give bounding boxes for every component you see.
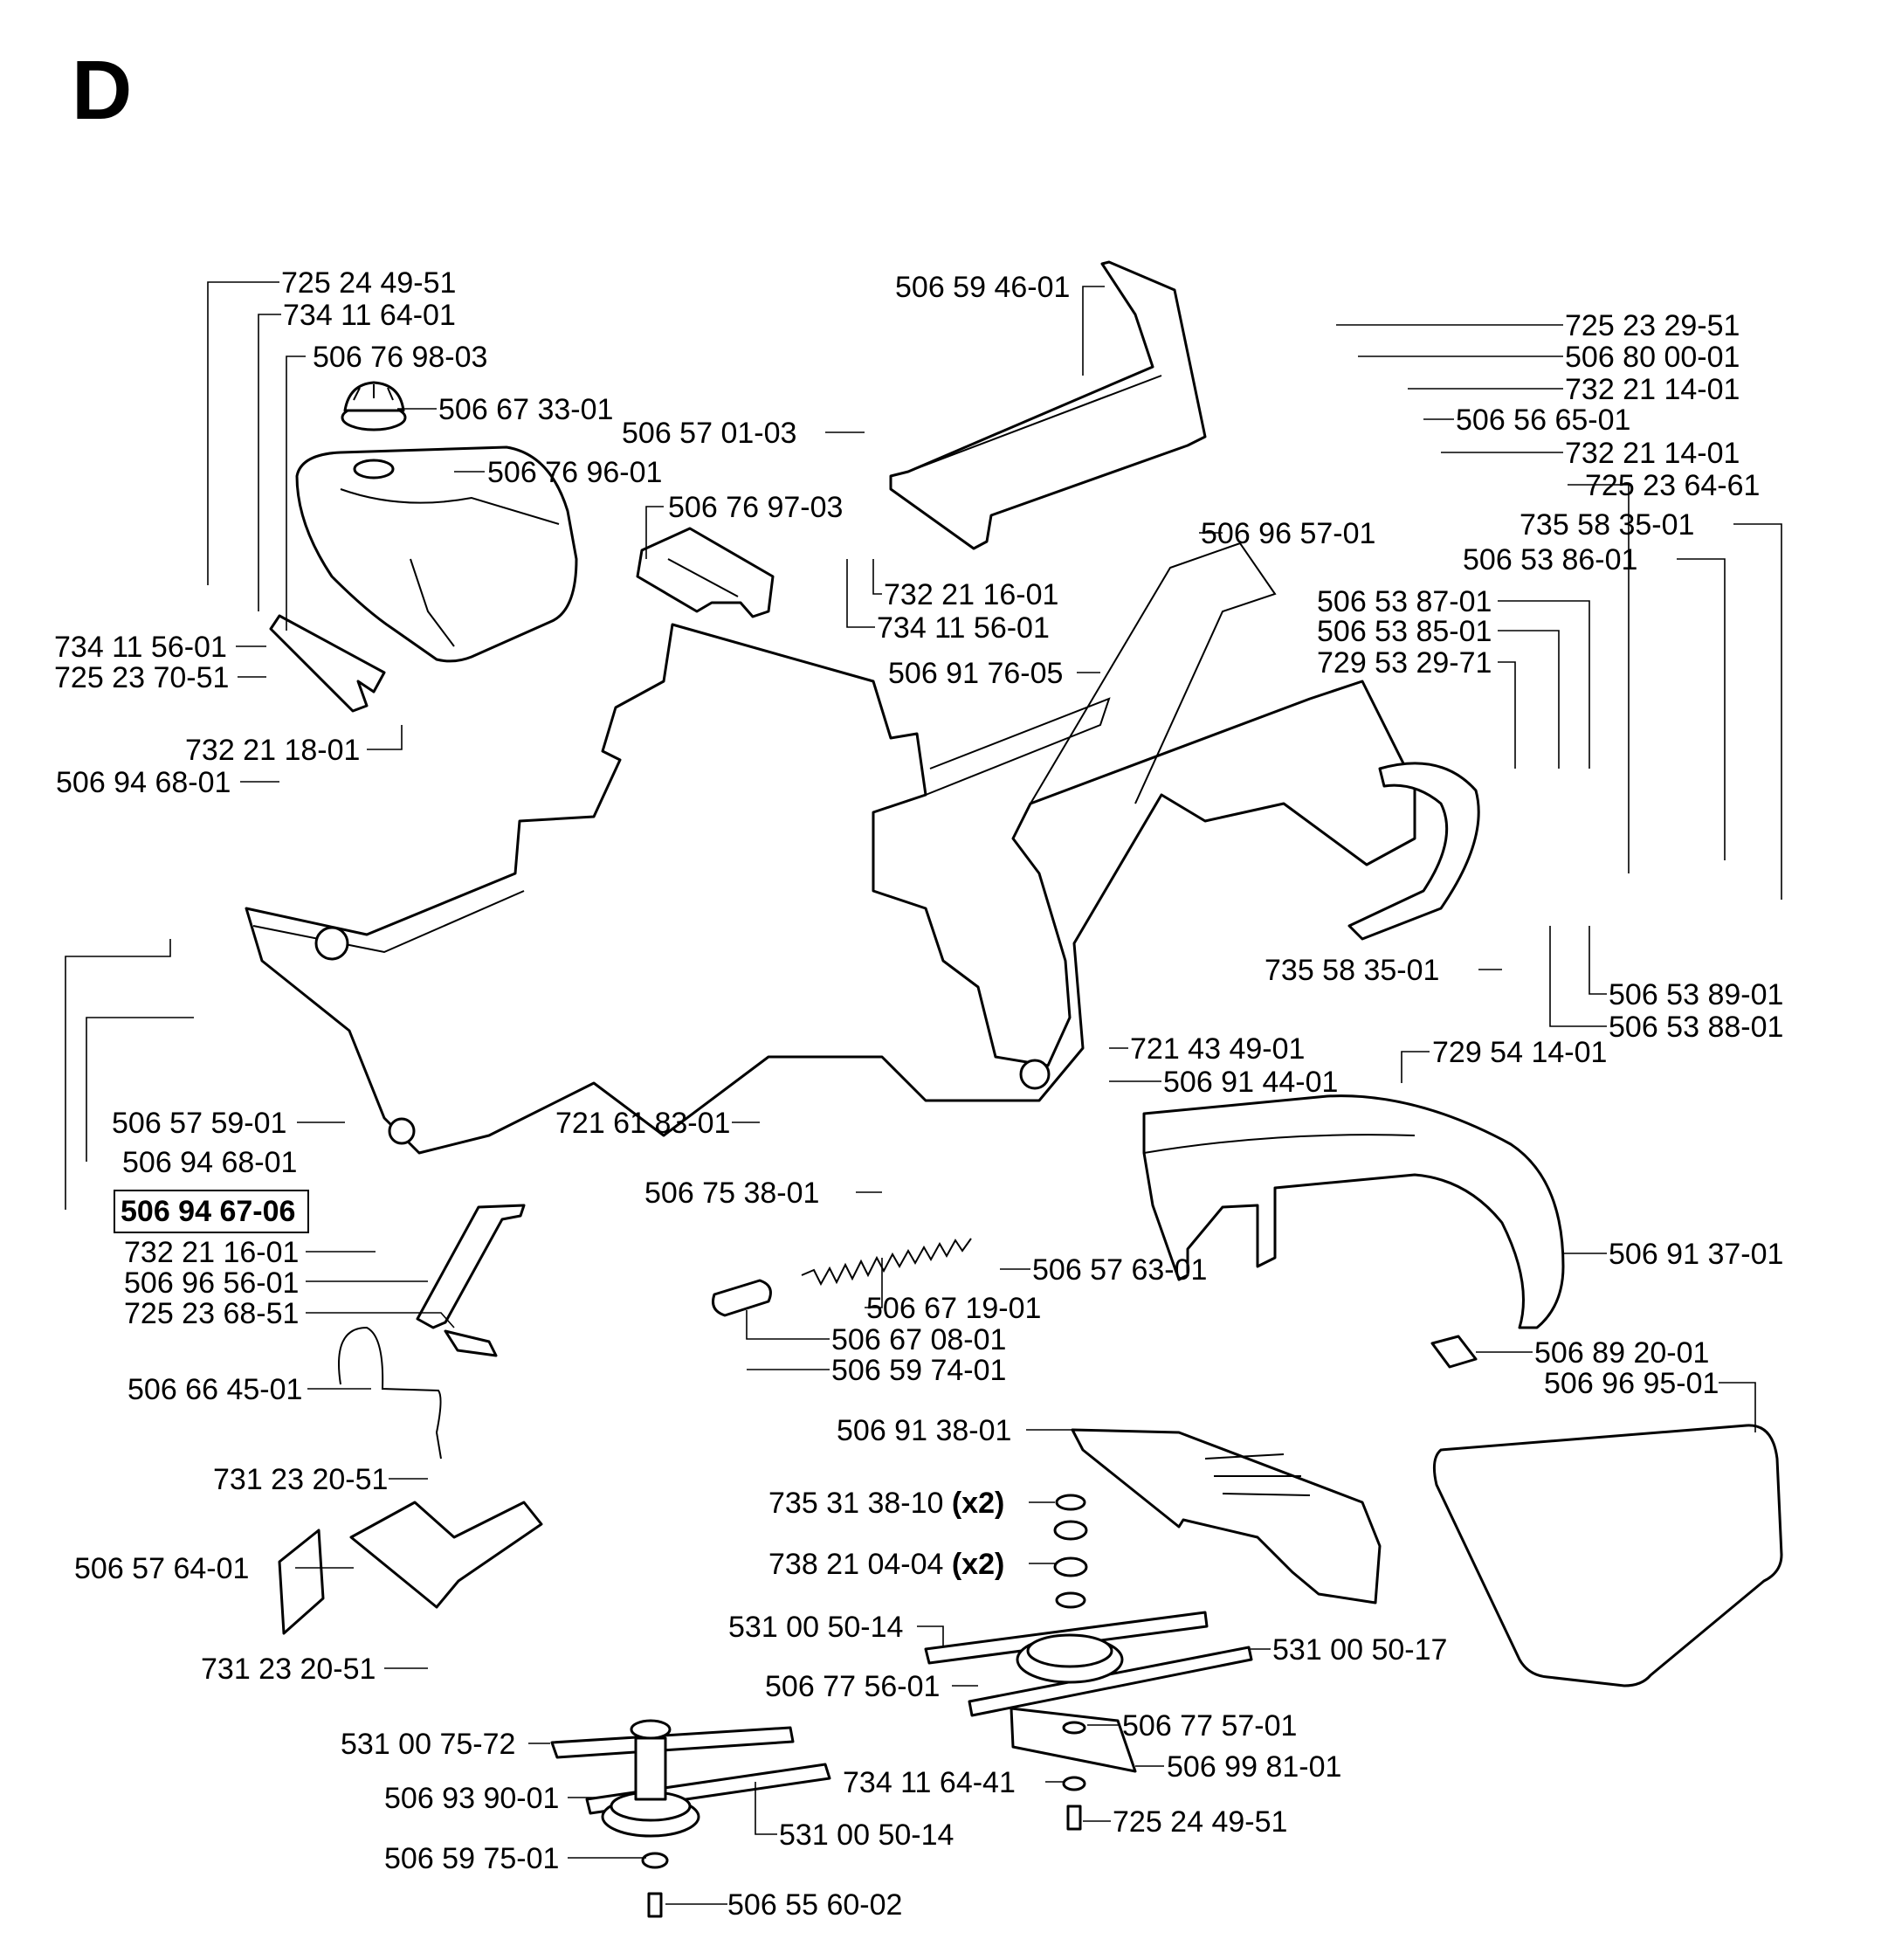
tank-bracket-right [636,527,775,618]
blade-guard [1071,1428,1382,1605]
callout-725-23-70-51: 725 23 70-51 [54,661,229,694]
callout-734-11-64-01: 734 11 64-01 [283,299,456,332]
callout-506-96-95-01: 506 96 95-01 [1544,1367,1719,1400]
callout-506-57-63-01: 506 57 63-01 [1032,1253,1207,1287]
callout-729-54-14-01: 729 54 14-01 [1432,1036,1607,1069]
callout-738-21-04-04: 738 21 04-04 (x2) [768,1548,1004,1581]
callout-506-55-60-02: 506 55 60-02 [727,1888,902,1922]
callout-721-43-49-01: 721 43 49-01 [1130,1032,1305,1066]
callout-506-96-57-01: 506 96 57-01 [1201,517,1375,550]
callout-506-94-68-01-bottom: 506 94 68-01 [122,1146,297,1179]
callout-731-23-20-51-bottom: 731 23 20-51 [201,1653,376,1686]
callout-506-91-37-01: 506 91 37-01 [1609,1238,1783,1271]
callout-506-76-98-03: 506 76 98-03 [313,341,487,374]
callout-725-23-68-51: 725 23 68-51 [124,1297,299,1330]
callout-506-77-56-01: 506 77 56-01 [765,1670,940,1703]
steering-tube [1347,762,1480,941]
callout-732-21-14-01-top: 732 21 14-01 [1565,373,1740,406]
callout-506-67-08-01: 506 67 08-01 [831,1323,1006,1356]
callout-734-11-56-01-mid: 734 11 56-01 [877,611,1050,645]
callout-732-21-16-01-mid: 732 21 16-01 [884,578,1058,611]
callout-506-94-67-06: 506 94 67-06 [121,1195,295,1228]
side-panel [1432,1424,1783,1687]
lower-bracket [278,1501,543,1635]
callout-531-00-50-14-bottom-left: 531 00 50-14 [779,1819,954,1852]
callout-506-77-57-01: 506 77 57-01 [1122,1709,1297,1743]
callout-531-00-75-72: 531 00 75-72 [341,1728,515,1761]
callout-506-59-46-01: 506 59 46-01 [895,271,1070,304]
callout-506-91-44-01: 506 91 44-01 [1163,1066,1338,1099]
leader-lines [65,281,1782,1905]
callout-506-93-90-01: 506 93 90-01 [384,1782,559,1815]
callout-506-59-75-01: 506 59 75-01 [384,1842,559,1875]
lift-rod [338,1326,442,1460]
callout-735-58-35-01-bottom: 735 58 35-01 [1265,954,1439,987]
lift-bracket [416,1204,526,1357]
callout-506-57-59-01: 506 57 59-01 [112,1107,286,1140]
front-cover [1430,1335,1478,1369]
fuel-cap [341,381,407,431]
callout-506-80-00-01: 506 80 00-01 [1565,341,1740,374]
section-letter: D [72,44,132,137]
main-frame [245,542,1416,1155]
callout-506-56-65-01: 506 56 65-01 [1456,404,1630,437]
callout-506-67-19-01: 506 67 19-01 [866,1292,1041,1325]
left-pulley-assembly [550,1719,831,1918]
callout-506-57-01-03: 506 57 01-03 [622,417,796,450]
assembly-box [114,1190,309,1233]
tension-spring [712,1238,972,1317]
callout-732-21-16-01-left: 732 21 16-01 [124,1236,299,1269]
right-pulley-assembly [924,1494,1253,1831]
callout-725-24-49-51-top: 725 24 49-51 [281,266,456,300]
parts-artwork [245,260,1783,1918]
callout-506-91-38-01: 506 91 38-01 [837,1414,1011,1447]
callout-506-53-85-01: 506 53 85-01 [1317,615,1492,648]
callout-506-57-64-01: 506 57 64-01 [74,1552,249,1585]
callout-labels: 725 24 49-51 734 11 64-01 506 76 98-03 5… [54,266,1783,1922]
callout-721-61-83-01: 721 61 83-01 [555,1107,730,1140]
callout-732-21-18-01: 732 21 18-01 [185,734,360,767]
fuel-tank [295,445,578,663]
callout-729-53-29-71: 729 53 29-71 [1317,646,1492,680]
callout-732-21-14-01-bottom: 732 21 14-01 [1565,437,1740,470]
callout-506-53-89-01: 506 53 89-01 [1609,978,1783,1011]
callout-506-89-20-01: 506 89 20-01 [1534,1336,1709,1370]
callout-506-53-87-01: 506 53 87-01 [1317,585,1492,618]
callout-725-24-49-51-bottom: 725 24 49-51 [1113,1805,1287,1839]
callout-506-76-96-01: 506 76 96-01 [487,456,662,489]
callout-506-67-33-01: 506 67 33-01 [438,393,613,426]
callout-506-76-97-03: 506 76 97-03 [668,491,843,524]
callout-506-94-68-01-top: 506 94 68-01 [56,766,231,799]
callout-531-00-50-14-mid: 531 00 50-14 [728,1611,903,1644]
callout-531-00-50-17: 531 00 50-17 [1272,1633,1447,1667]
callout-725-23-29-51: 725 23 29-51 [1565,309,1740,342]
belt-cover [1142,1094,1565,1329]
callout-735-31-38-10: 735 31 38-10 (x2) [768,1487,1004,1520]
callout-506-59-74-01: 506 59 74-01 [831,1354,1006,1387]
callout-731-23-20-51-top: 731 23 20-51 [213,1463,388,1496]
seat-pan [889,260,1207,550]
callout-735-58-35-01-top: 735 58 35-01 [1520,508,1694,542]
callout-506-99-81-01: 506 99 81-01 [1167,1750,1341,1784]
callout-506-66-45-01: 506 66 45-01 [127,1373,302,1406]
callout-506-75-38-01: 506 75 38-01 [644,1177,819,1210]
callout-506-96-56-01: 506 96 56-01 [124,1266,299,1300]
callout-506-53-88-01: 506 53 88-01 [1609,1011,1783,1044]
callout-725-23-64-61: 725 23 64-61 [1585,469,1760,502]
callout-734-11-56-01-left: 734 11 56-01 [54,631,227,664]
callout-734-11-64-41: 734 11 64-41 [843,1766,1016,1799]
callout-506-53-86-01: 506 53 86-01 [1463,543,1637,576]
tank-bracket-left [269,614,386,713]
callout-506-91-76-05: 506 91 76-05 [888,657,1063,690]
